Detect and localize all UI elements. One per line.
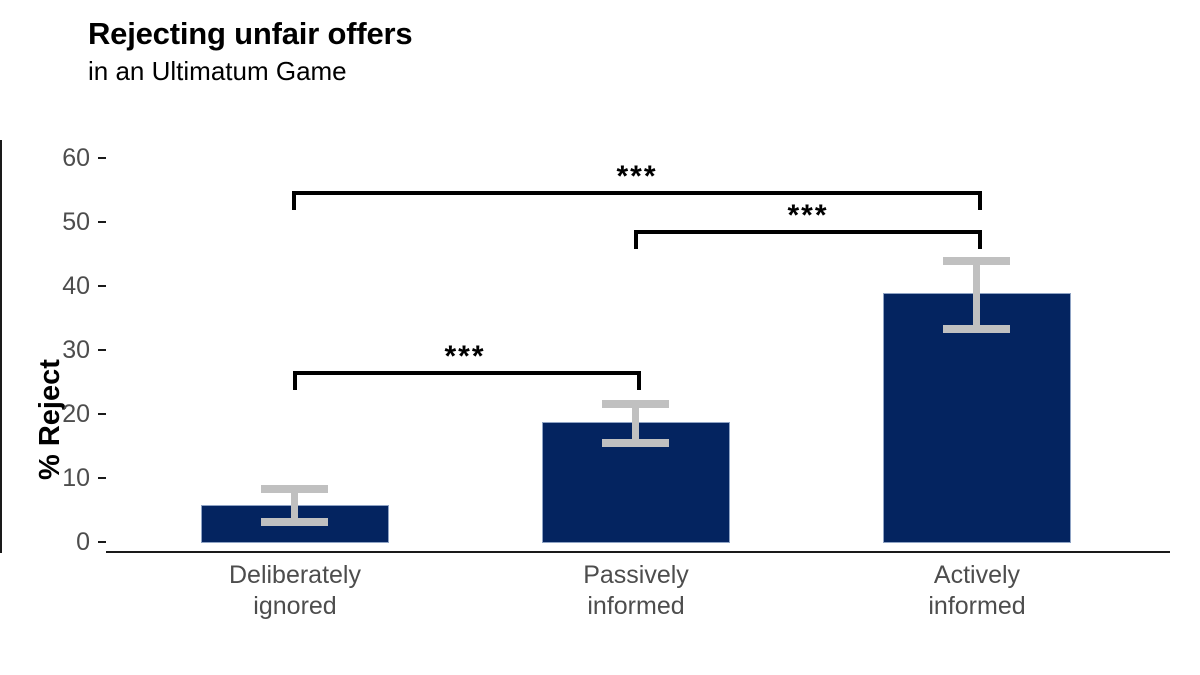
y-tick-label-50: 50: [62, 208, 90, 236]
significance-bracket-3-tick-left: [293, 371, 297, 390]
title-block: Rejecting unfair offers in an Ultimatum …: [88, 16, 988, 87]
y-tick-mark-60: [98, 157, 106, 159]
significance-bracket-1-stars: ***: [616, 160, 658, 193]
errorbar-cap-low-passively-informed: [602, 439, 669, 447]
y-tick-label-30: 30: [62, 336, 90, 364]
significance-bracket-2-tick-right: [978, 230, 982, 249]
y-tick-label-60: 60: [62, 144, 90, 172]
significance-bracket-2-stars: ***: [787, 199, 829, 232]
y-tick-mark-20: [98, 413, 106, 415]
x-axis-line: [106, 551, 1170, 553]
bar-actively-informed[interactable]: [883, 293, 1071, 543]
significance-bracket-1-tick-right: [978, 191, 982, 210]
errorbar-line-actively-informed: [973, 260, 980, 329]
y-tick-mark-0: [98, 541, 106, 543]
x-tick-label-line1: Actively: [933, 561, 1021, 589]
chart-title: Rejecting unfair offers: [88, 16, 413, 51]
errorbar-cap-high-deliberately-ignored: [261, 485, 328, 493]
x-tick-label-line2: informed: [928, 591, 1026, 620]
significance-bracket-3-stars: ***: [444, 340, 486, 373]
x-tick-label-line2: ignored: [253, 591, 337, 620]
y-tick-label-10: 10: [62, 464, 90, 492]
errorbar-cap-low-deliberately-ignored: [261, 518, 328, 526]
x-tick-label-line1: Deliberately: [228, 561, 361, 589]
x-tick-label-deliberately-ignored: Deliberately ignored: [130, 560, 460, 621]
y-tick-mark-30: [98, 349, 106, 351]
significance-bracket-3-line: [293, 371, 641, 375]
significance-bracket-2-tick-left: [634, 230, 638, 249]
errorbar-cap-low-actively-informed: [943, 325, 1010, 333]
y-tick-label-40: 40: [62, 272, 90, 300]
y-tick-mark-50: [98, 221, 106, 223]
significance-bracket-1-tick-left: [292, 191, 296, 210]
errorbar-line-deliberately-ignored: [291, 488, 298, 522]
y-tick-mark-40: [98, 285, 106, 287]
y-tick-label-0: 0: [76, 528, 90, 556]
y-axis-line: [0, 140, 2, 553]
significance-bracket-1-line: [292, 191, 982, 195]
y-tick-mark-10: [98, 477, 106, 479]
errorbar-line-passively-informed: [632, 403, 639, 443]
errorbar-cap-high-actively-informed: [943, 257, 1010, 265]
significance-bracket-3-tick-right: [637, 371, 641, 390]
x-tick-label-passively-informed: Passively informed: [471, 560, 801, 621]
x-tick-label-line1: Passively: [583, 561, 689, 589]
significance-bracket-2-line: [634, 230, 982, 234]
y-tick-label-20: 20: [62, 400, 90, 428]
chart-subtitle: in an Ultimatum Game: [88, 55, 347, 86]
x-tick-label-actively-informed: Actively informed: [812, 560, 1142, 621]
errorbar-cap-high-passively-informed: [602, 400, 669, 408]
x-tick-label-line2: informed: [587, 591, 685, 620]
